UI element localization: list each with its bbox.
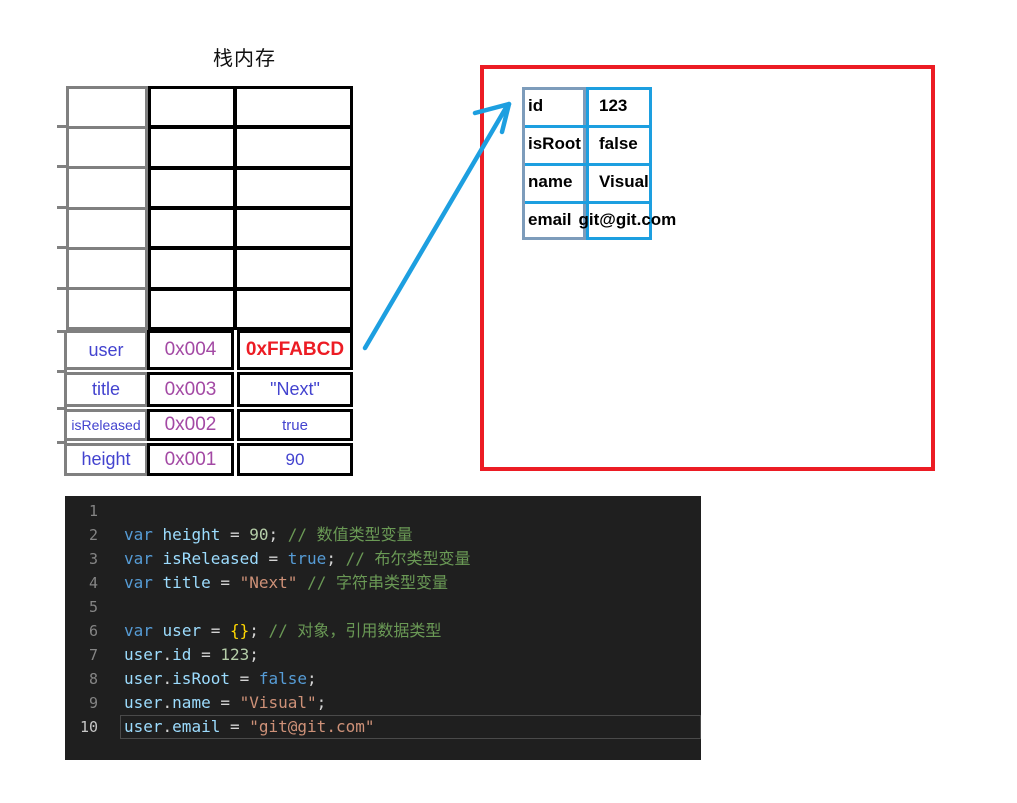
row-tick [57,330,67,333]
empty-row [151,89,350,130]
row-tick [57,206,67,209]
line-number: 8 [88,670,98,688]
line-number: 4 [88,574,98,592]
stack-var-name-title: title [64,372,148,407]
line-number: 7 [88,646,98,664]
line-number: 1 [88,502,98,520]
line-number: 10 [79,718,98,736]
row-tick [57,125,67,128]
object-value-id: 123 [599,96,628,115]
row-tick [57,287,67,290]
object-row-divider [525,125,649,128]
empty-row [151,250,350,291]
stack-empty-label-column [66,86,148,330]
line-number: 5 [88,598,98,616]
line-number: 9 [88,694,98,712]
row-tick [57,370,67,373]
empty-cell [69,89,145,130]
stack-var-name-height: height [64,443,148,476]
object-value-name: Visual [599,172,649,191]
empty-cell [69,169,145,210]
grid-column-divider [233,86,237,330]
empty-row [151,210,350,251]
row-tick [57,246,67,249]
code-line: 5 [65,595,701,619]
stack-value-height: 90 [237,443,353,476]
row-tick [57,441,67,444]
empty-row [151,170,350,210]
empty-row [151,291,350,327]
stack-var-name-isreleased: isReleased [64,409,148,441]
stack-value-title: "Next" [237,372,353,407]
heap-object-table: id 123 isRoot false name Visual email gi… [522,87,676,240]
object-key-name: name [528,172,573,191]
line-number: 3 [88,550,98,568]
object-key-email: email [528,210,572,229]
empty-cell [69,290,145,327]
object-key-id: id [528,96,544,115]
object-row-divider [525,201,649,204]
line-number: 2 [88,526,98,544]
row-tick [57,165,67,168]
stack-var-name-user: user [64,330,148,370]
row-tick [57,407,67,410]
empty-row [151,129,350,170]
object-row-divider [525,163,649,166]
stack-empty-grid [148,86,353,330]
stack-value-user-pointer: 0xFFABCD [237,330,353,370]
empty-cell [69,129,145,170]
object-key-isroot: isRoot [528,134,581,153]
stack-address-title: 0x003 [147,372,234,407]
object-value-isroot: false [599,134,638,153]
line-number: 6 [88,622,98,640]
stack-value-isreleased: true [237,409,353,441]
empty-cell [69,210,145,250]
stack-memory-title: 栈内存 [213,48,276,70]
code-line: 1 [65,499,701,523]
stack-address-user: 0x004 [147,330,234,370]
stack-address-height: 0x001 [147,443,234,476]
empty-cell [69,250,145,290]
stack-address-isreleased: 0x002 [147,409,234,441]
object-value-email: git@git.com [578,210,677,229]
